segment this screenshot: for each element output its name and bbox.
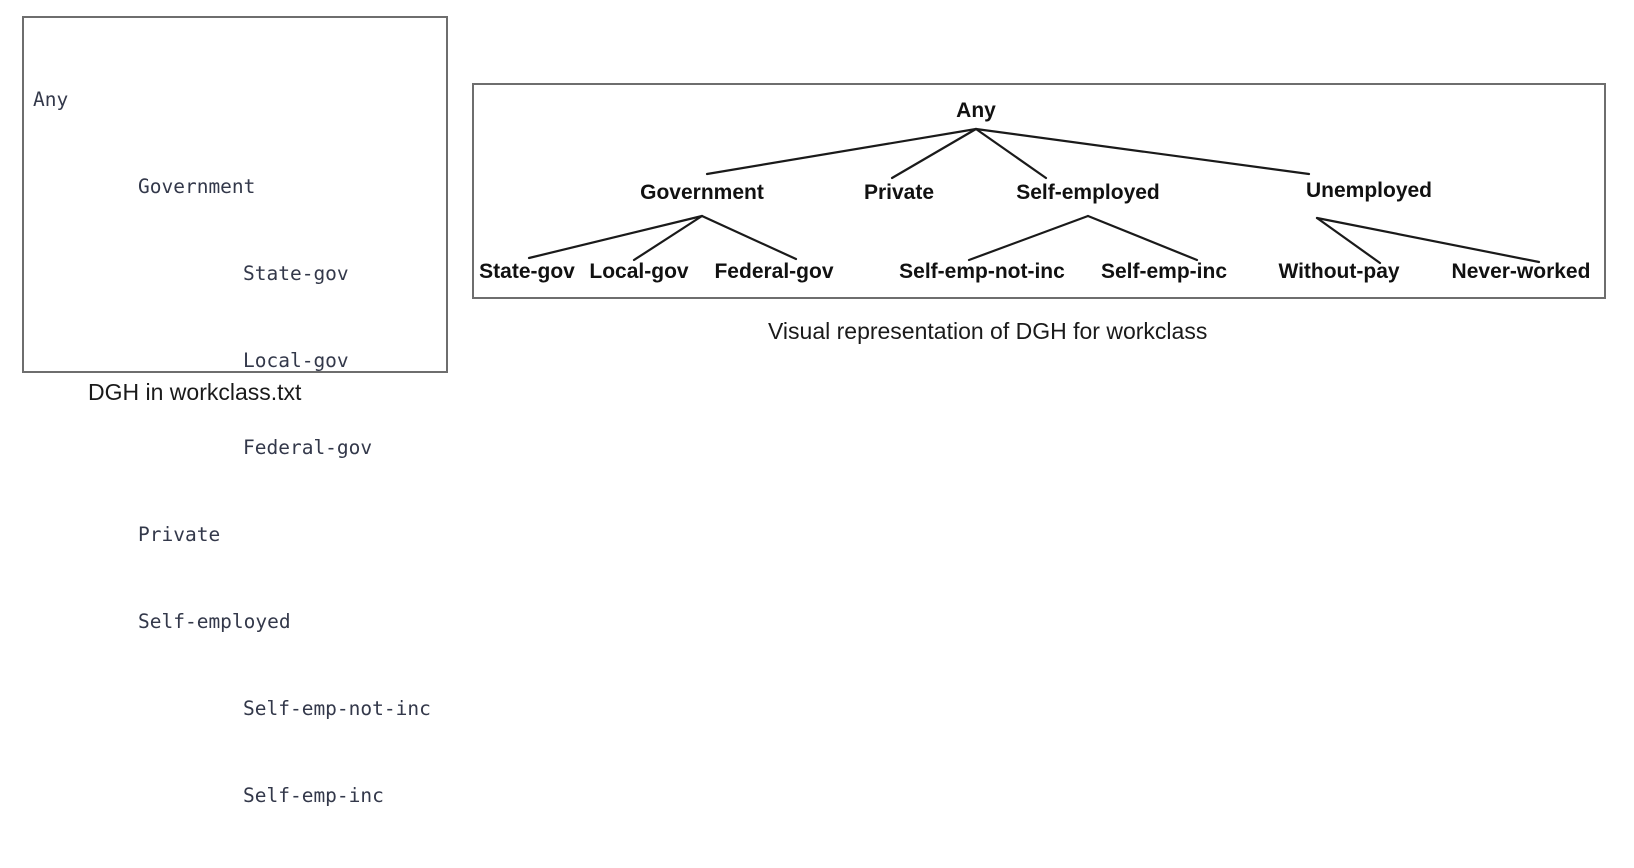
file-line: Self-employed bbox=[138, 610, 291, 633]
edge-self-employed-self-emp-inc bbox=[1086, 214, 1199, 262]
tree-node-local-gov: Local-gov bbox=[589, 260, 688, 283]
dgh-tree-panel: Any Government Private Self-employed Une… bbox=[472, 83, 1606, 299]
tree-node-any: Any bbox=[956, 99, 996, 122]
edge-any-private bbox=[890, 127, 978, 180]
tree-node-private: Private bbox=[864, 181, 934, 204]
tree-node-self-employed: Self-employed bbox=[1016, 181, 1160, 204]
file-line: State-gov bbox=[243, 262, 349, 285]
file-line: Local-gov bbox=[243, 349, 349, 372]
tree-node-federal-gov: Federal-gov bbox=[714, 260, 833, 283]
file-line: Self-emp-not-inc bbox=[243, 697, 431, 720]
file-line: Federal-gov bbox=[243, 436, 373, 459]
edge-government-local-gov bbox=[632, 214, 704, 262]
tree-node-unemployed: Unemployed bbox=[1306, 179, 1432, 202]
file-line: Self-emp-inc bbox=[243, 784, 384, 807]
tree-node-self-emp-inc: Self-emp-inc bbox=[1101, 260, 1227, 283]
file-line: Government bbox=[138, 175, 256, 198]
dgh-file-listing: Any Government State-gov Local-gov Feder… bbox=[33, 27, 431, 868]
dgh-tree-graphic: Any Government Private Self-employed Une… bbox=[479, 99, 1591, 283]
tree-node-government: Government bbox=[640, 181, 764, 204]
edge-unemployed-without-pay bbox=[1315, 216, 1382, 265]
tree-node-state-gov: State-gov bbox=[479, 260, 575, 283]
edge-any-unemployed bbox=[974, 127, 1311, 176]
tree-panel-caption: Visual representation of DGH for workcla… bbox=[768, 318, 1208, 344]
edge-any-self-employed bbox=[974, 127, 1048, 180]
tree-node-never-worked: Never-worked bbox=[1452, 260, 1591, 283]
file-line: Private bbox=[138, 523, 221, 546]
dgh-file-panel: Any Government State-gov Local-gov Feder… bbox=[22, 16, 448, 807]
edge-unemployed-never-worked bbox=[1315, 216, 1541, 264]
tree-node-self-emp-not-inc: Self-emp-not-inc bbox=[899, 260, 1065, 283]
file-line: Any bbox=[33, 88, 69, 111]
edge-self-employed-self-emp-not-inc bbox=[967, 214, 1090, 262]
edge-government-federal-gov bbox=[700, 214, 798, 261]
edge-government-state-gov bbox=[527, 214, 704, 260]
tree-node-without-pay: Without-pay bbox=[1278, 260, 1399, 283]
file-panel-caption: DGH in workclass.txt bbox=[88, 379, 302, 405]
edge-any-government bbox=[705, 127, 978, 176]
